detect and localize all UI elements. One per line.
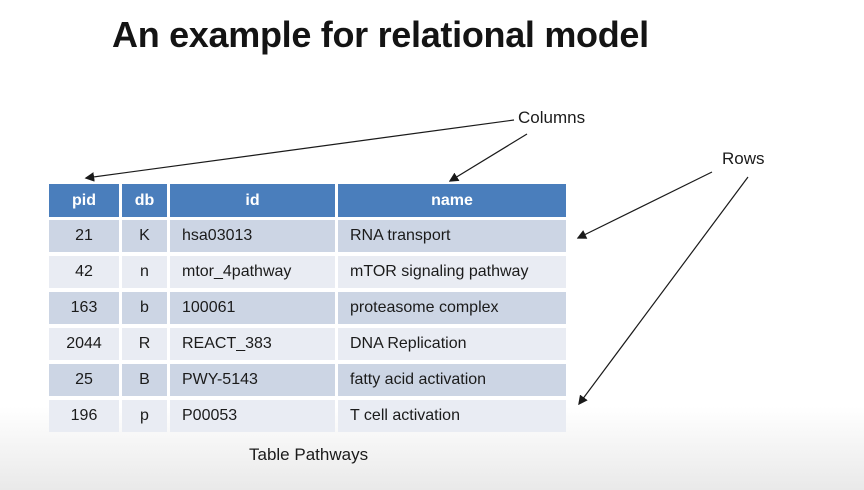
column-header-pid: pid [49, 184, 119, 217]
pathways-table: pid db id name 21 K hsa03013 RNA transpo… [49, 184, 566, 432]
rows-annotation-label: Rows [722, 149, 765, 168]
rows-arrow-to-first-row [576, 171, 713, 239]
column-header-name: name [338, 184, 566, 217]
cell-name: mTOR signaling pathway [338, 256, 566, 288]
slide-title: An example for relational model [112, 14, 649, 55]
cell-pid: 2044 [49, 328, 119, 360]
column-header-db: db [122, 184, 167, 217]
table-caption: Table Pathways [249, 445, 369, 464]
columns-annotation-label: Columns [518, 108, 586, 127]
cell-name: T cell activation [338, 400, 566, 432]
cell-pid: 21 [49, 220, 119, 252]
cell-db: p [122, 400, 167, 432]
cell-id: P00053 [170, 400, 335, 432]
cell-db: b [122, 292, 167, 324]
cell-name: DNA Replication [338, 328, 566, 360]
cell-db: K [122, 220, 167, 252]
cell-pid: 163 [49, 292, 119, 324]
cell-id: 100061 [170, 292, 335, 324]
cell-name: proteasome complex [338, 292, 566, 324]
cell-id: REACT_383 [170, 328, 335, 360]
cell-name: RNA transport [338, 220, 566, 252]
cell-pid: 42 [49, 256, 119, 288]
cell-id: mtor_4pathway [170, 256, 335, 288]
cell-id: hsa03013 [170, 220, 335, 252]
cell-db: R [122, 328, 167, 360]
cell-pid: 196 [49, 400, 119, 432]
columns-arrow-to-pid-header [84, 119, 515, 182]
rows-arrow-to-last-row [578, 176, 749, 406]
columns-arrow-to-name-header [448, 133, 528, 182]
column-header-id: id [170, 184, 335, 217]
cell-id: PWY-5143 [170, 364, 335, 396]
cell-name: fatty acid activation [338, 364, 566, 396]
cell-db: B [122, 364, 167, 396]
cell-pid: 25 [49, 364, 119, 396]
cell-db: n [122, 256, 167, 288]
